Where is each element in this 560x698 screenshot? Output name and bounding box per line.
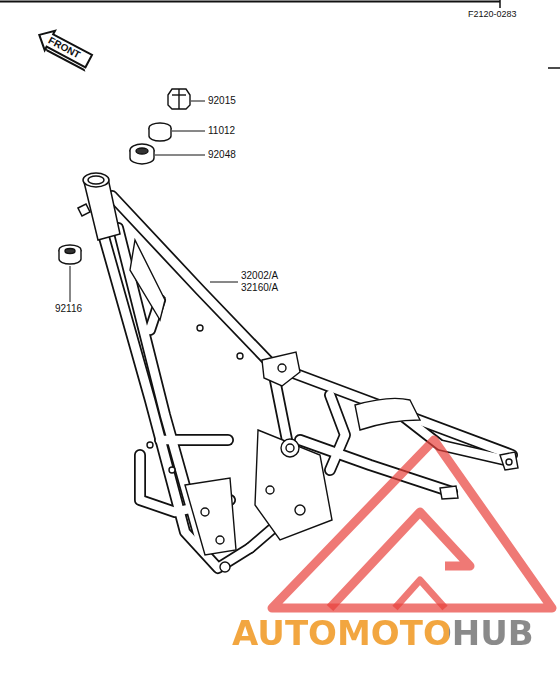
- callout-number: 92048: [208, 150, 236, 160]
- callout-number: 32160/A: [241, 283, 278, 293]
- callout-number: 11012: [208, 126, 235, 136]
- watermark: AUTOMOTOHUB: [232, 616, 534, 650]
- callout-number: 92116: [55, 304, 82, 314]
- callout-number: 32002/A: [241, 271, 278, 281]
- callout-number: 92015: [208, 96, 236, 106]
- drawing-number: F2120-0283: [468, 10, 517, 19]
